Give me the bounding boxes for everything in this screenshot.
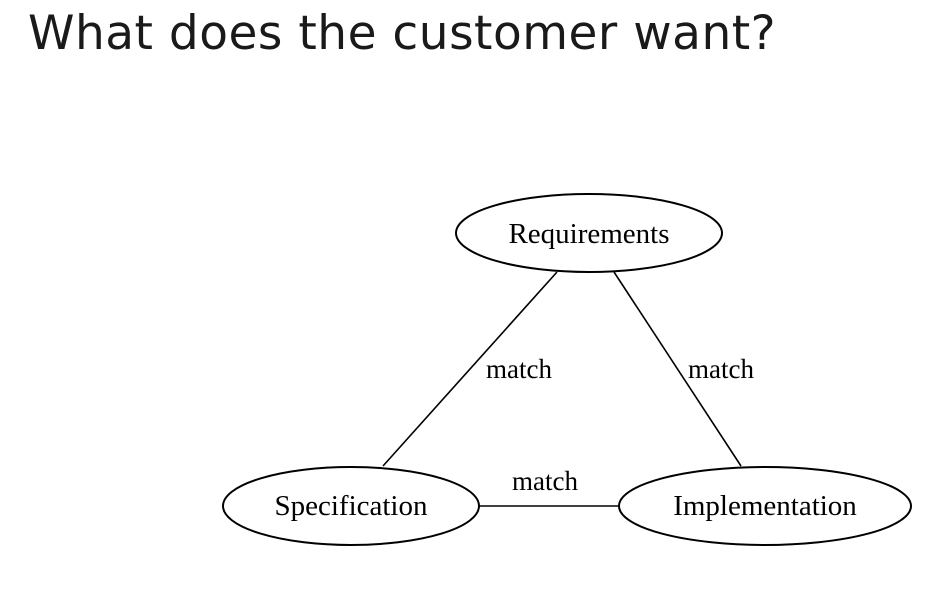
node-specification-label: Specification [274,490,428,522]
node-implementation-shape [618,466,912,546]
slide-title: What does the customer want? [28,6,777,61]
node-requirements: Requirements [455,193,723,273]
edge-requirements-specification [382,271,558,467]
node-implementation-label: Implementation [673,490,857,522]
node-requirements-shape [455,193,723,273]
edge-label-requirements-specification: match [486,354,552,384]
edge-label-specification-implementation: match [512,466,578,496]
node-requirements-label: Requirements [508,218,669,250]
node-implementation: Implementation [618,466,912,546]
node-specification-shape [222,466,480,546]
edge-requirements-implementation [613,271,742,467]
node-specification: Specification [222,466,480,546]
edge-label-requirements-implementation: match [688,354,754,384]
